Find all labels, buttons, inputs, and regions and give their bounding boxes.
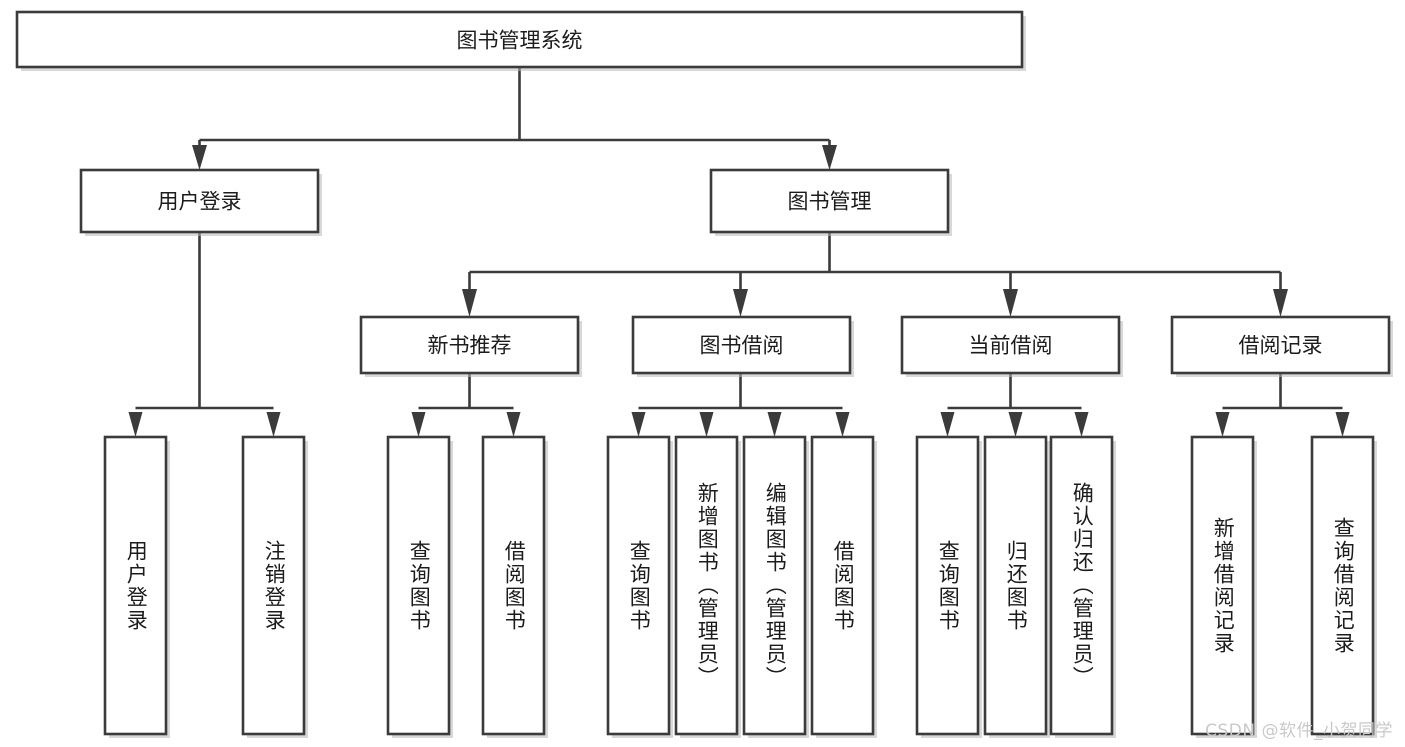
node-box-leaf-query-book-2[interactable]: [606, 435, 671, 736]
csdn-watermark: CSDN @软件_小贺同学: [1205, 721, 1393, 741]
node-label-book-borrow: 图书借阅: [700, 334, 784, 358]
arrow-head-leaf-query-record: [1335, 412, 1350, 437]
arrow-head-leaf-borrow-book-1: [506, 412, 521, 437]
node-box-current-borrow[interactable]: [900, 315, 1121, 375]
node-box-leaf-query-book-3[interactable]: [915, 435, 980, 736]
arrow-head-leaf-add-record: [1215, 412, 1230, 437]
node-box-book-management[interactable]: [709, 168, 950, 234]
node-box-leaf-user-login[interactable]: [103, 435, 168, 736]
node-box-leaf-add-record[interactable]: [1190, 435, 1255, 736]
arrow-head-borrow-record: [1273, 289, 1288, 317]
node-label-borrow-record: 借阅记录: [1239, 334, 1323, 358]
node-box-leaf-return-book[interactable]: [983, 435, 1048, 736]
node-box-leaf-add-book[interactable]: [674, 435, 739, 736]
arrow-head-current-borrow: [1003, 289, 1018, 317]
node-label-book-management: 图书管理: [788, 190, 872, 214]
node-box-leaf-borrow-book-1[interactable]: [481, 435, 546, 736]
arrow-head-leaf-logout: [266, 412, 281, 437]
node-box-leaf-query-book-1[interactable]: [386, 435, 451, 736]
arrow-head-leaf-user-login: [128, 412, 143, 437]
node-box-leaf-confirm-return[interactable]: [1049, 435, 1114, 736]
node-box-book-borrow[interactable]: [631, 315, 852, 375]
arrow-head-leaf-return-book: [1008, 412, 1023, 437]
arrow-head-leaf-query-book-1: [411, 412, 426, 437]
node-layer: 图书管理系统 用户登录 图书管理 新书推荐 图书借阅 当前借阅 借阅记录: [15, 10, 1393, 738]
node-box-borrow-record[interactable]: [1170, 315, 1391, 375]
node-box-new-book-recommend[interactable]: [359, 315, 580, 375]
node-label-current-borrow: 当前借阅: [969, 334, 1053, 358]
arrow-head-book-borrow: [733, 289, 748, 317]
arrow-head-leaf-confirm-return: [1074, 412, 1089, 437]
arrow-head-leaf-query-book-3: [940, 412, 955, 437]
node-box-leaf-query-record[interactable]: [1310, 435, 1375, 736]
arrow-head-leaf-borrow-book-2: [835, 412, 850, 437]
arrow-head-book-management: [822, 145, 837, 170]
arrow-head-new-book-recommend: [462, 289, 477, 317]
node-label-new-book-recommend: 新书推荐: [428, 334, 512, 358]
node-label-root: 图书管理系统: [457, 29, 583, 53]
node-box-root[interactable]: [15, 10, 1024, 69]
arrow-head-leaf-query-book-2: [631, 412, 646, 437]
arrow-head-user-login: [192, 145, 207, 170]
node-box-leaf-edit-book[interactable]: [742, 435, 807, 736]
node-box-user-login[interactable]: [79, 168, 320, 234]
node-label-user-login: 用户登录: [158, 190, 242, 214]
arrow-head-leaf-edit-book: [767, 412, 782, 437]
connector-layer: [128, 67, 1350, 437]
node-box-leaf-logout[interactable]: [241, 435, 306, 736]
arrow-head-leaf-add-book: [699, 412, 714, 437]
node-box-leaf-borrow-book-2[interactable]: [810, 435, 875, 736]
